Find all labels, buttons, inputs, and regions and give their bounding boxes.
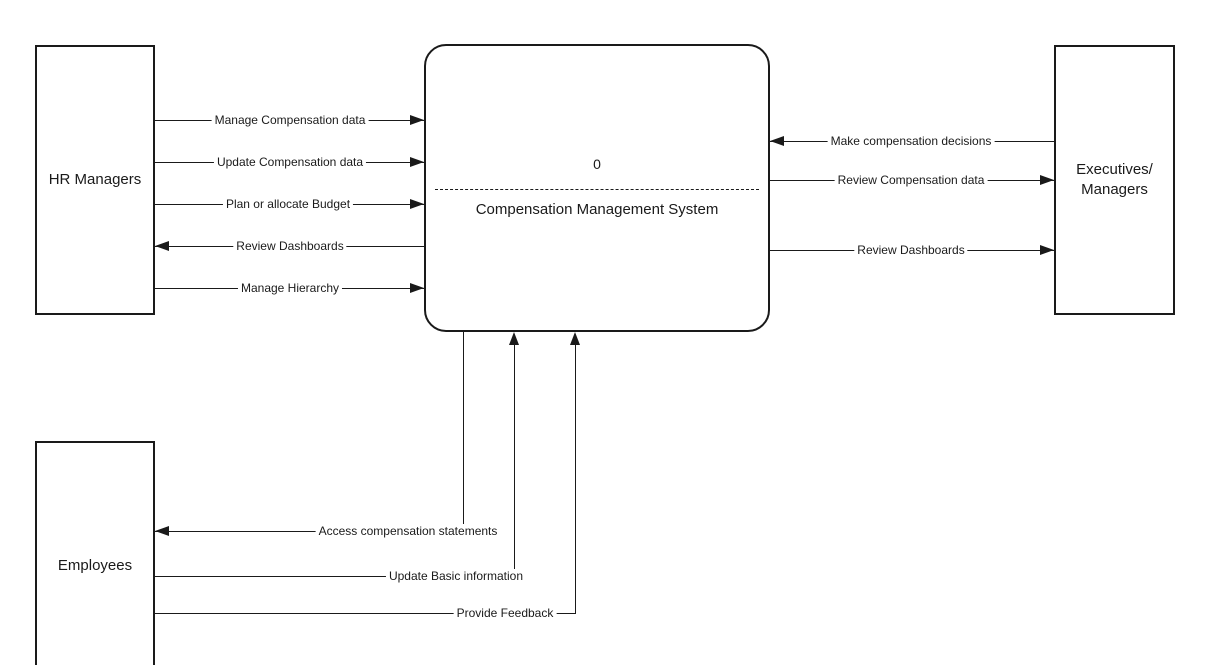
flow-label-access-compensation-statements: Access compensation statements — [315, 524, 501, 538]
arrowhead-left-icon — [155, 526, 169, 536]
flow-label-update-basic-information: Update Basic information — [385, 569, 527, 583]
flow-line-update-basic-information-vertical — [514, 344, 515, 577]
process-number: 0 — [593, 156, 601, 172]
flow-label-review-dashboards-exec: Review Dashboards — [854, 243, 968, 257]
arrowhead-right-icon — [1040, 245, 1054, 255]
entity-executives-managers: Executives/ Managers — [1054, 45, 1175, 315]
arrowhead-right-icon — [410, 115, 424, 125]
flow-label-update-compensation-data: Update Compensation data — [213, 155, 367, 169]
entity-employees-label: Employees — [57, 556, 133, 574]
arrowhead-left-icon — [155, 241, 169, 251]
process-name: Compensation Management System — [475, 201, 719, 218]
flow-label-make-compensation-decisions: Make compensation decisions — [827, 134, 995, 148]
entity-employees: Employees — [35, 441, 155, 665]
arrowhead-left-icon — [770, 136, 784, 146]
flow-label-review-compensation-data: Review Compensation data — [834, 173, 988, 187]
arrowhead-up-icon — [509, 332, 519, 345]
flow-label-review-dashboards-hr: Review Dashboards — [233, 239, 347, 253]
flow-label-manage-hierarchy: Manage Hierarchy — [237, 281, 343, 295]
flow-line-update-basic-information — [155, 576, 515, 577]
flow-line-access-compensation-statements — [155, 531, 463, 532]
flow-line-access-compensation-statements-vertical — [463, 332, 464, 531]
entity-executives-managers-label: Executives/ Managers — [1076, 160, 1153, 198]
arrowhead-up-icon — [570, 332, 580, 345]
process-compensation-management-system: 0 Compensation Management System — [424, 44, 770, 332]
arrowhead-right-icon — [410, 199, 424, 209]
arrowhead-right-icon — [410, 283, 424, 293]
process-divider — [435, 189, 759, 190]
entity-hr-managers: HR Managers — [35, 45, 155, 315]
arrowhead-right-icon — [410, 157, 424, 167]
flow-label-manage-compensation-data: Manage Compensation data — [211, 113, 369, 127]
flow-line-provide-feedback-vertical — [575, 344, 576, 614]
arrowhead-right-icon — [1040, 175, 1054, 185]
flow-line-provide-feedback — [155, 613, 576, 614]
flow-label-plan-or-allocate-budget: Plan or allocate Budget — [222, 197, 354, 211]
entity-hr-managers-label: HR Managers — [48, 170, 142, 188]
flow-label-provide-feedback: Provide Feedback — [453, 606, 557, 620]
